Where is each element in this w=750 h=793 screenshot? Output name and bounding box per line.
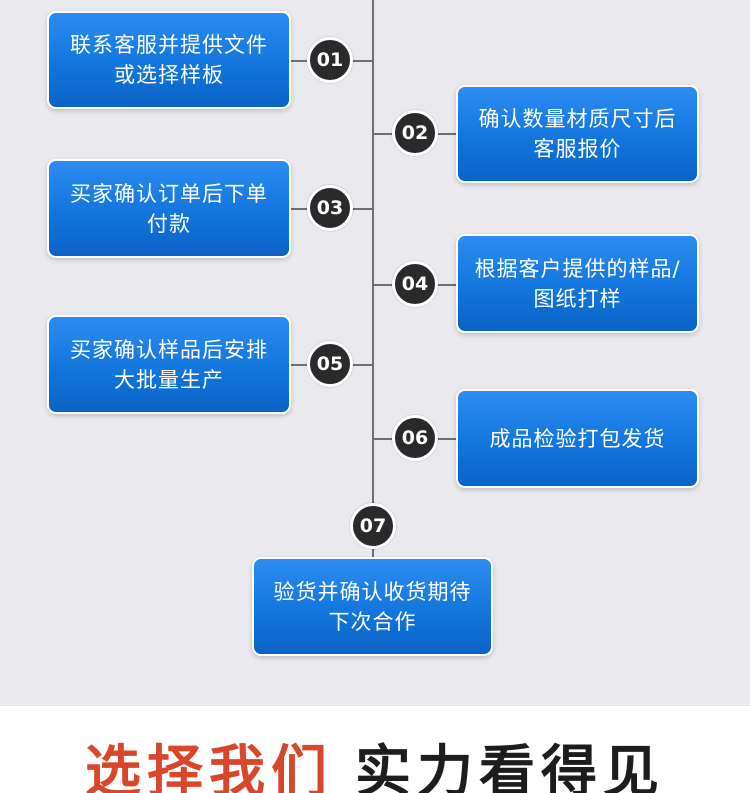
step-number: 02 [401,122,429,144]
step-text: 买家确认样品后安排大批量生产 [70,337,268,392]
step-number: 01 [316,49,344,71]
slogan-part-b: 实力看得见 [355,740,665,793]
step-badge-01: 01 [307,37,353,83]
step-card-07: 验货并确认收货期待下次合作 [252,557,493,656]
step-text: 验货并确认收货期待下次合作 [273,579,472,634]
step-text: 确认数量材质尺寸后客服报价 [478,107,677,161]
step-badge-04: 04 [392,261,438,307]
slogan-heading: 选择我们实力看得见 [0,738,750,793]
step-number: 06 [401,427,429,449]
step-number: 03 [316,197,344,219]
step-card-04: 根据客户提供的样品/图纸打样 [456,234,699,333]
step-card-06: 成品检验打包发货 [456,389,699,488]
step-text: 成品检验打包发货 [489,426,666,451]
step-text: 买家确认订单后下单付款 [70,181,268,236]
step-badge-07: 07 [350,503,396,549]
step-text: 根据客户提供的样品/图纸打样 [474,256,681,311]
step-card-03: 买家确认订单后下单付款 [47,159,291,258]
step-number: 07 [359,515,387,537]
timeline-spine [372,0,374,557]
slogan-part-a: 选择我们 [85,740,333,793]
step-badge-02: 02 [392,110,438,156]
section-divider [0,705,750,706]
step-text: 联系客服并提供文件或选择样板 [70,33,268,87]
step-card-05: 买家确认样品后安排大批量生产 [47,315,291,414]
step-number: 05 [316,353,344,375]
step-card-02: 确认数量材质尺寸后客服报价 [456,85,699,183]
step-badge-03: 03 [307,185,353,231]
step-badge-06: 06 [392,415,438,461]
process-timeline: 联系客服并提供文件或选择样板 01 确认数量材质尺寸后客服报价 02 买家确认订… [0,0,750,705]
step-card-01: 联系客服并提供文件或选择样板 [47,11,291,109]
step-badge-05: 05 [307,341,353,387]
step-number: 04 [401,273,429,295]
